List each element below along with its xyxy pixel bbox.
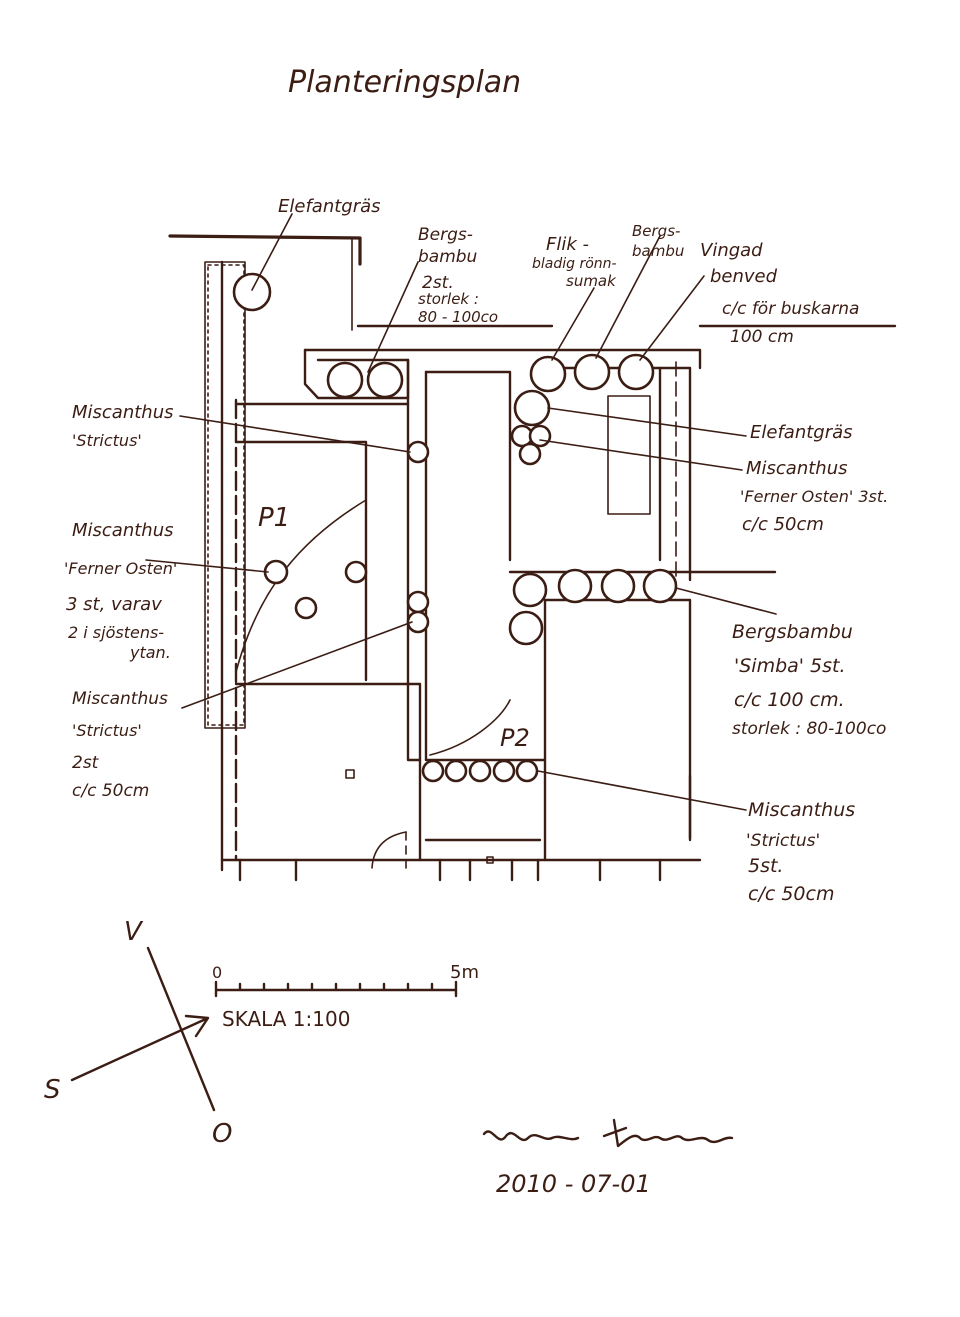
label-bergsbambu-left: Bergs- bambu 2st. storlek : 80 - 100co: [418, 225, 498, 326]
plant-bergsbambu-simba: [600, 568, 636, 604]
plant-miscanthus-strictus: [421, 759, 445, 783]
label-line: Miscanthus: [72, 689, 168, 709]
plant-miscanthus-strictus: [444, 759, 468, 783]
label-line: storlek :: [418, 290, 479, 308]
plant-bergsbambu-simba: [508, 610, 544, 646]
label-line: c/c 50cm: [72, 781, 149, 801]
scale-start-label: 0: [212, 963, 222, 982]
scale-label: SKALA 1:100: [222, 1007, 350, 1031]
label-line: Miscanthus: [748, 799, 855, 821]
plant-miscanthus-strictus: [515, 759, 539, 783]
label-miscanthus-ferner-right: Miscanthus 'Ferner Osten' 3st. c/c 50cm: [740, 458, 888, 535]
plant-miscanthus-strictus: [406, 590, 430, 614]
plant-miscanthus-strictus: [406, 610, 430, 634]
label-line: Miscanthus: [72, 402, 174, 423]
plant-elefantgras: [232, 272, 272, 312]
compass: V S O: [44, 917, 232, 1149]
label-line: Flik -: [546, 234, 589, 255]
plant-miscanthus-ferner-osten: [528, 424, 552, 448]
plant-symbols: [232, 272, 678, 783]
label-line: ytan.: [129, 643, 171, 662]
label-line: 'Strictus': [72, 721, 142, 740]
plant-bergsbambu: [366, 361, 404, 399]
compass-east-label: O: [212, 1119, 232, 1149]
label-line: bladig rönn-: [532, 256, 617, 272]
compass-arrow-icon: [70, 1014, 210, 1082]
label-miscanthus-strictus-left: Miscanthus 'Strictus': [72, 402, 174, 450]
signature-stroke: [482, 1118, 734, 1148]
label-line: c/c 100 cm.: [734, 689, 845, 711]
compass-west-label: S: [44, 1075, 61, 1105]
label-line: 80 - 100co: [418, 308, 498, 326]
label-line: benved: [710, 266, 778, 287]
label-line: 'Strictus': [746, 831, 820, 851]
area-p2-label: P2: [500, 724, 530, 752]
plant-miscanthus-ferner-osten: [518, 442, 542, 466]
label-bergsbambu-top: Bergs- bambu: [632, 222, 684, 260]
plant-elefantgras: [513, 389, 551, 427]
label-line: Bergsbambu: [732, 621, 853, 643]
compass-north-label: V: [124, 917, 144, 947]
label-line: c/c 50cm: [742, 514, 824, 535]
label-elefantgras-right: Elefantgräs: [750, 422, 853, 443]
plant-miscanthus-strictus: [492, 759, 516, 783]
leader-lines: [145, 213, 777, 811]
plant-bergsbambu: [326, 361, 364, 399]
scale-bar: 0 5m SKALA 1:100: [212, 962, 479, 1031]
label-cc-buskarna: c/c för buskarna 100 cm: [722, 299, 859, 347]
label-line: 2 i sjöstens-: [68, 623, 164, 642]
label-vingad-benved: Vingad benved: [700, 240, 778, 287]
label-line: Bergs-: [418, 225, 473, 245]
label-miscanthus-ferner-left: Miscanthus 'Ferner Osten' 3 st, varav 2 …: [64, 520, 177, 662]
label-line: c/c 50cm: [748, 883, 834, 905]
label-miscanthus-strictus-5st: Miscanthus 'Strictus' 5st. c/c 50cm: [746, 799, 855, 905]
label-line: 'Simba' 5st.: [734, 655, 846, 677]
label-line: 2st.: [422, 273, 454, 293]
plant-vingad-benved: [617, 353, 655, 391]
plant-miscanthus-strictus: [406, 440, 430, 464]
plant-bergsbambu-simba: [512, 572, 548, 608]
scale-end-label: 5m: [450, 962, 479, 983]
signature: [482, 1118, 734, 1148]
label-line: sumak: [566, 272, 617, 290]
label-elefantgras-top: Elefantgräs: [278, 196, 381, 217]
label-bergsbambu-simba: Bergsbambu 'Simba' 5st. c/c 100 cm. stor…: [732, 621, 886, 739]
label-line: 100 cm: [730, 327, 794, 347]
plant-bergsbambu-simba: [642, 568, 678, 604]
label-line: 2st: [72, 753, 100, 773]
plan-date: 2010 - 07-01: [496, 1170, 651, 1198]
label-line: 'Strictus': [72, 431, 142, 450]
label-miscanthus-strictus-2st: Miscanthus 'Strictus' 2st c/c 50cm: [72, 689, 168, 801]
label-line: Bergs-: [632, 222, 680, 240]
area-p1-label: P1: [258, 503, 290, 533]
label-line: bambu: [418, 247, 478, 267]
plant-miscanthus-ferner-osten: [344, 560, 368, 584]
label-line: storlek : 80-100co: [732, 719, 886, 739]
site-outline: [168, 234, 897, 882]
label-line: bambu: [632, 242, 684, 260]
plant-miscanthus-ferner-osten: [294, 596, 318, 620]
plant-bergsbambu-simba: [557, 568, 593, 604]
label-line: Miscanthus: [746, 458, 848, 479]
label-line: 'Ferner Osten': [64, 559, 177, 578]
label-flikbladig: Flik - bladig rönn- sumak: [532, 234, 617, 290]
plant-flikbladig-ronnsumak: [529, 355, 567, 393]
label-line: 'Ferner Osten' 3st.: [740, 487, 888, 506]
plan-title: Planteringsplan: [288, 65, 521, 100]
scale-bar-line: [214, 980, 458, 998]
plant-miscanthus-strictus: [468, 759, 492, 783]
label-line: 3 st, varav: [66, 594, 162, 615]
label-line: c/c för buskarna: [722, 299, 859, 319]
plant-bergsbambu: [573, 353, 611, 391]
label-line: 5st.: [748, 855, 783, 877]
label-line: Vingad: [700, 240, 763, 261]
label-line: Miscanthus: [72, 520, 174, 541]
